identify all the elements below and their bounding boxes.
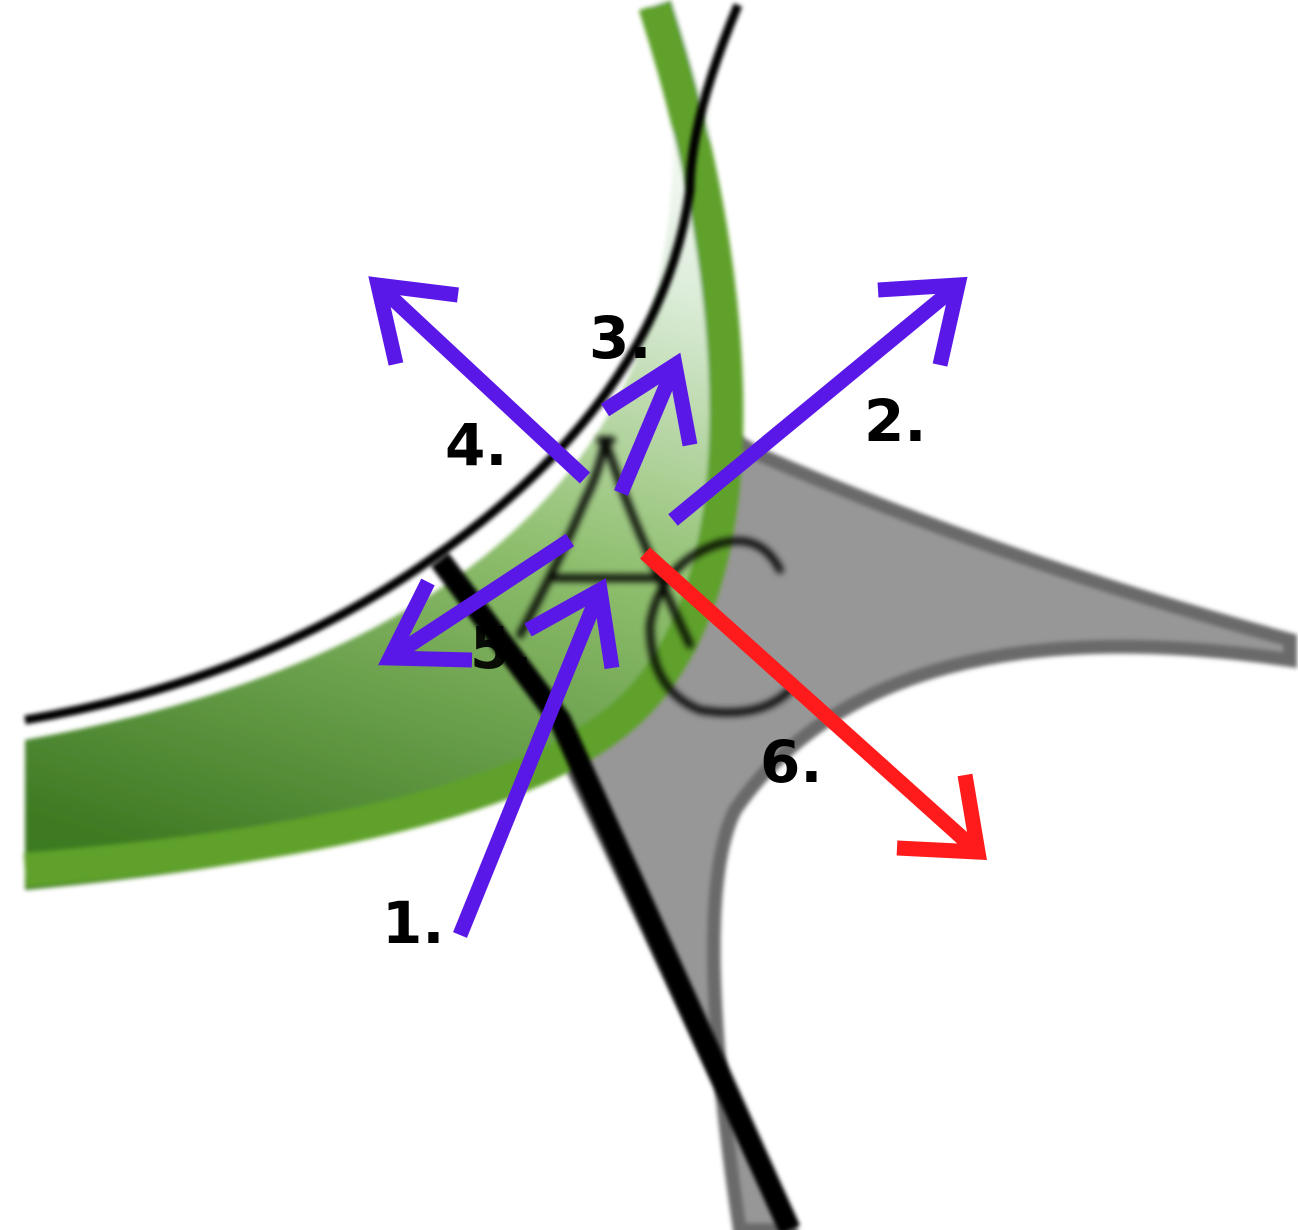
labels-layer: 1. 2. 3. 4. 5. 6. xyxy=(382,304,926,957)
label-3: 3. xyxy=(589,304,651,372)
label-2: 2. xyxy=(864,387,926,455)
arrow-4 xyxy=(368,276,591,484)
symbol-circle xyxy=(646,537,794,716)
arrow-5 xyxy=(378,533,575,668)
diagonal-thick-line xyxy=(431,553,801,1230)
label-5: 5. xyxy=(470,614,532,682)
label-6: 6. xyxy=(760,728,822,796)
label-1: 1. xyxy=(382,889,444,957)
arrow-6 xyxy=(639,547,987,860)
green-curved-band xyxy=(23,0,744,890)
label-4: 4. xyxy=(445,411,507,479)
arrows-layer xyxy=(368,276,987,938)
arrow-3 xyxy=(600,352,698,496)
arrow-1 xyxy=(453,578,620,938)
arrow-2 xyxy=(668,276,968,526)
